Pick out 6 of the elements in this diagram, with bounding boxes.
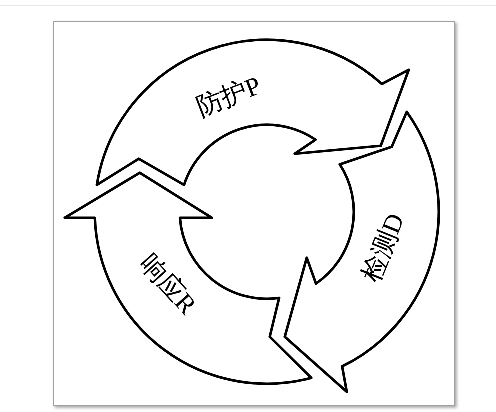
- stage-label: 检测D: [358, 210, 410, 286]
- ring-segment: [96, 39, 410, 187]
- ring-segment: [64, 172, 313, 386]
- stage-label: 响应R: [135, 250, 201, 320]
- stage-label: 防护P: [193, 72, 265, 122]
- ring-segment: [284, 111, 440, 394]
